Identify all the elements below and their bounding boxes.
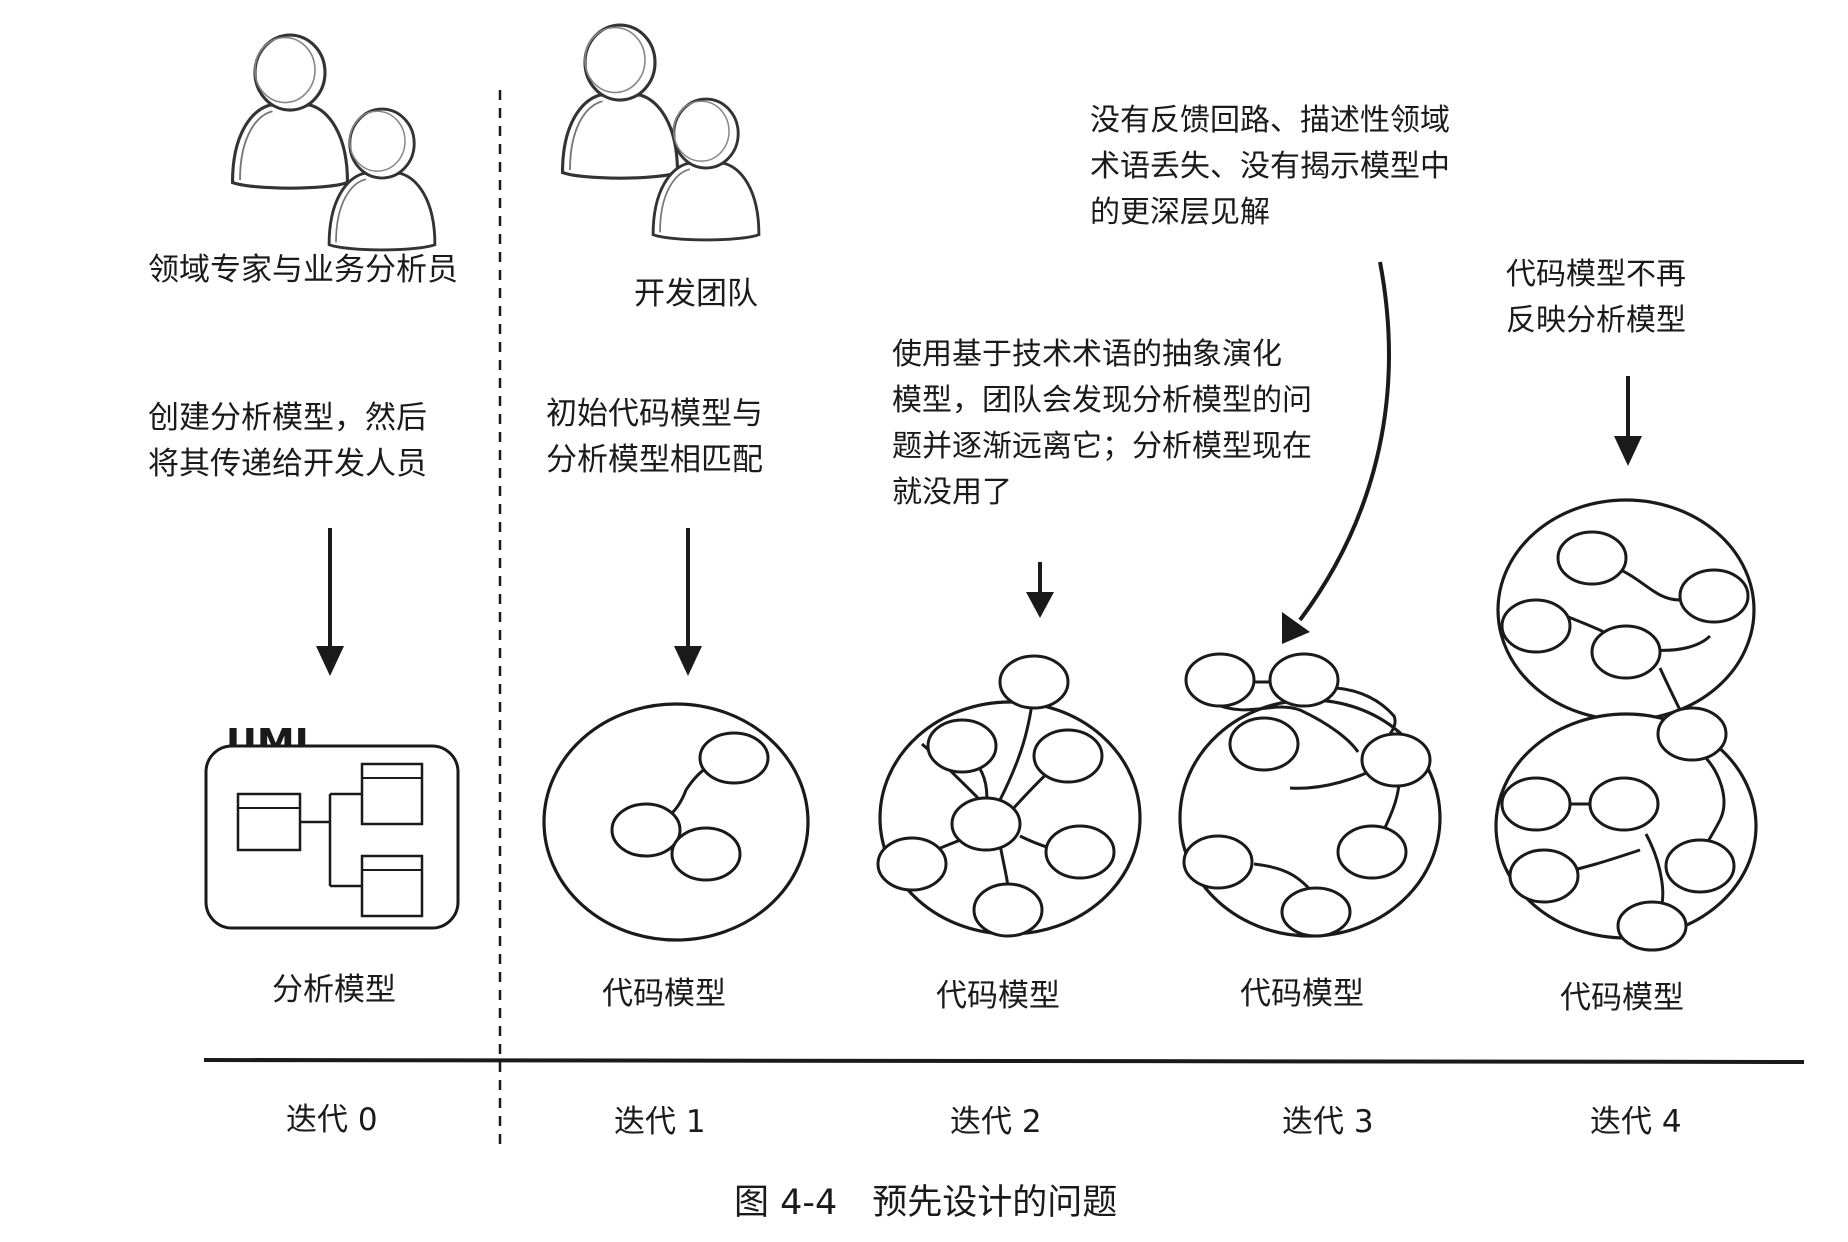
label-analysis-model: 分析模型 (272, 972, 396, 1008)
label-code-model-1: 代码模型 (602, 976, 726, 1012)
svg-text:题并逐渐远离它；分析模型现在: 题并逐渐远离它；分析模型现在 (892, 429, 1312, 464)
code-model-4 (1494, 498, 1758, 952)
role-analysts: 领域专家与业务分析员 (148, 252, 458, 288)
note-iter3: 没有反馈回路、描述性领域 术语丢失、没有揭示模型中 的更深层见解 (1090, 103, 1450, 230)
iteration-0: 迭代 0 (286, 1102, 378, 1138)
svg-text:创建分析模型，然后: 创建分析模型，然后 (148, 400, 427, 436)
code-model-2 (876, 654, 1142, 938)
label-code-model-2: 代码模型 (936, 978, 1060, 1014)
svg-text:的更深层见解: 的更深层见解 (1090, 195, 1270, 230)
code-model-3 (1178, 652, 1442, 938)
figure-caption: 图 4-4 预先设计的问题 (734, 1183, 1117, 1223)
svg-text:分析模型相匹配: 分析模型相匹配 (546, 442, 763, 478)
note-iter2: 使用基于技术术语的抽象演化 模型，团队会发现分析模型的问 题并逐渐远离它；分析模… (892, 337, 1312, 510)
iteration-4: 迭代 4 (1590, 1104, 1682, 1140)
iteration-3: 迭代 3 (1282, 1104, 1374, 1140)
code-model-1 (542, 702, 810, 942)
arrow-iter4 (1614, 376, 1642, 466)
iteration-1: 迭代 1 (614, 1104, 706, 1140)
label-code-model-3: 代码模型 (1240, 976, 1364, 1012)
svg-text:使用基于技术术语的抽象演化: 使用基于技术术语的抽象演化 (892, 337, 1282, 372)
svg-text:反映分析模型: 反映分析模型 (1506, 303, 1686, 338)
analysts-icon (230, 33, 437, 252)
svg-text:初始代码模型与: 初始代码模型与 (546, 396, 763, 432)
arrow-iter3 (1282, 261, 1391, 644)
svg-text:代码模型不再: 代码模型不再 (1506, 257, 1686, 292)
iteration-2: 迭代 2 (950, 1104, 1042, 1140)
svg-text:术语丢失、没有揭示模型中: 术语丢失、没有揭示模型中 (1090, 149, 1450, 184)
svg-text:就没用了: 就没用了 (892, 475, 1012, 510)
dev-team-icon (560, 23, 761, 242)
svg-text:没有反馈回路、描述性领域: 没有反馈回路、描述性领域 (1090, 103, 1450, 138)
timeline-axis (203, 1058, 1805, 1064)
note-iter1: 初始代码模型与 分析模型相匹配 (546, 396, 763, 478)
arrow-iter2 (1026, 562, 1054, 618)
note-iter0: 创建分析模型，然后 将其传递给开发人员 (148, 400, 427, 482)
arrow-iter0 (316, 528, 344, 676)
role-dev-team: 开发团队 (634, 276, 758, 312)
label-code-model-4: 代码模型 (1560, 980, 1684, 1016)
svg-text:模型，团队会发现分析模型的问: 模型，团队会发现分析模型的问 (892, 383, 1312, 418)
svg-text:将其传递给开发人员: 将其传递给开发人员 (148, 446, 427, 482)
uml-model: UML (204, 721, 460, 930)
note-iter4: 代码模型不再 反映分析模型 (1506, 257, 1686, 338)
arrow-iter1 (674, 528, 702, 676)
